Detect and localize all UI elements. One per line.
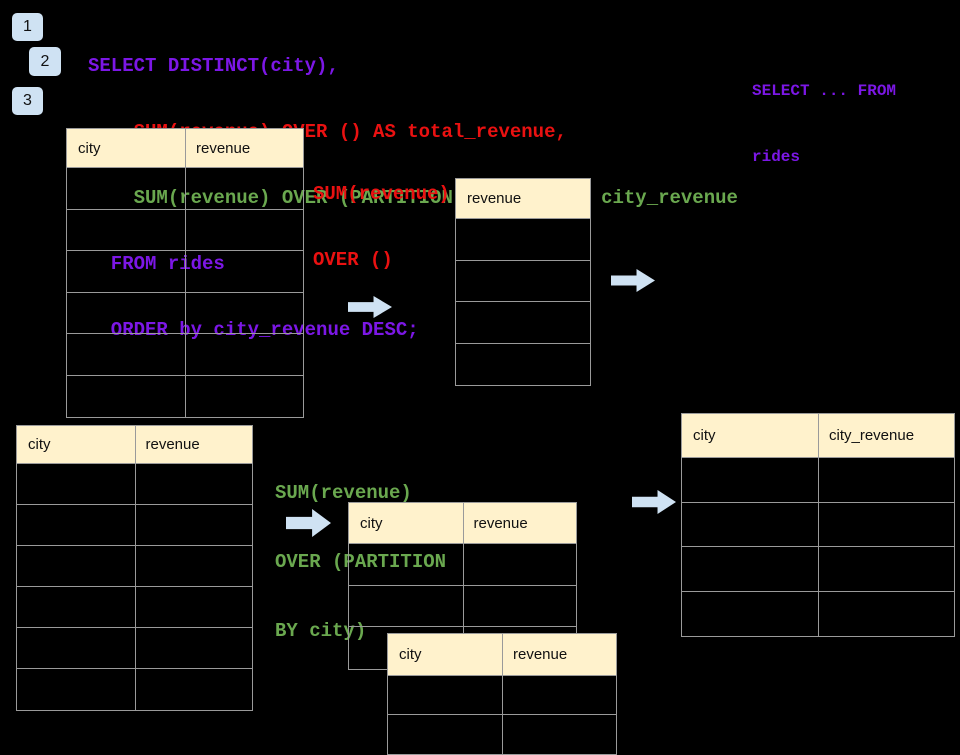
- table-body: [456, 219, 590, 385]
- column-header: city: [693, 427, 716, 444]
- annotation-partition: SUM(revenue) OVER (PARTITION BY city): [275, 436, 446, 689]
- annotation-line: OVER (): [313, 249, 393, 271]
- column-divider: [462, 503, 464, 669]
- column-header: revenue: [473, 514, 528, 532]
- sql-line: SELECT ... FROM: [752, 82, 897, 100]
- table-header-row: revenue: [456, 179, 590, 219]
- annotation-total-revenue: SUM(revenue) OVER (): [313, 139, 450, 315]
- arrow-right-icon: [632, 490, 676, 514]
- annotation-line: OVER (PARTITION: [275, 551, 447, 573]
- column-header: city_revenue: [829, 427, 915, 444]
- step-badge-3: 3: [12, 87, 43, 115]
- table-source-bottom: city revenue: [16, 425, 253, 711]
- sql-line: rides: [752, 148, 801, 166]
- table-row: [456, 344, 590, 386]
- column-header: revenue: [196, 139, 251, 157]
- sql-line: ORDER by city_revenue DESC;: [88, 319, 419, 341]
- table-total-result: revenue: [455, 178, 591, 386]
- table-row: [456, 261, 590, 302]
- step-badge-1: 1: [12, 13, 43, 41]
- column-header: city: [78, 139, 101, 157]
- column-header: revenue: [513, 646, 568, 663]
- annotation-line: SUM(revenue): [275, 482, 412, 504]
- column-header: city: [28, 436, 51, 453]
- sql-code-block: SELECT DISTINCT(city), SUM(revenue) OVER…: [88, 11, 738, 385]
- column-divider: [502, 634, 503, 754]
- column-divider: [185, 129, 186, 417]
- column-divider: [818, 414, 819, 636]
- table-partition-result: city city_revenue: [681, 413, 955, 637]
- column-header: revenue: [145, 436, 200, 453]
- column-header: city: [399, 646, 422, 663]
- sql-snippet-side: SELECT ... FROM rides: [752, 36, 896, 212]
- column-divider: [134, 426, 136, 710]
- step-badge-2: 2: [29, 47, 61, 76]
- slide-canvas: 1 2 3 SELECT DISTINCT(city), SUM(revenue…: [12, 11, 955, 755]
- column-header: revenue: [467, 190, 522, 207]
- sql-line: SELECT DISTINCT(city),: [88, 55, 339, 77]
- table-row: [456, 219, 590, 261]
- table-partition-a: city revenue: [348, 502, 577, 670]
- table-row: [456, 302, 590, 344]
- table-source-top: city revenue: [66, 128, 304, 418]
- annotation-line: SUM(revenue): [313, 183, 450, 205]
- table-header-row: city revenue: [349, 503, 576, 544]
- annotation-line: BY city): [275, 620, 367, 642]
- column-header: city: [360, 514, 383, 532]
- sql-line: FROM rides: [88, 253, 225, 275]
- table-partition-b: city revenue: [387, 633, 617, 755]
